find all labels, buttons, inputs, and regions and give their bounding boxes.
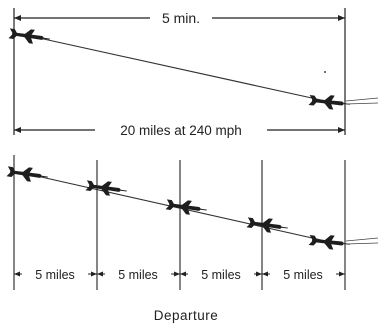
segment-label: 5 miles (283, 268, 323, 282)
flight-path-line (29, 35, 331, 103)
top-diagram: 5 min. 20 miles at 240 mph (7, 8, 379, 138)
bottom-diagram: 5 miles 5 miles 5 miles 5 miles (5, 155, 379, 290)
exhaust-trail (345, 237, 379, 245)
distance-label: 20 miles at 240 mph (120, 123, 242, 138)
time-label: 5 min. (162, 10, 200, 26)
exhaust-trail (345, 97, 379, 105)
arrow-left-icon (14, 271, 20, 277)
segment-label: 5 miles (201, 268, 241, 282)
airplane-silhouette-icon (5, 163, 50, 185)
tick-arrows-icon (174, 271, 186, 277)
caption: Departure (154, 308, 219, 323)
segment-label: 5 miles (118, 268, 158, 282)
arrow-right-icon (339, 271, 345, 277)
arrow-left-icon (14, 15, 21, 21)
tick-arrows-icon (91, 271, 103, 277)
airplane-silhouette-icon (245, 214, 290, 236)
airplane-silhouette-icon (164, 196, 209, 218)
arrow-left-icon (14, 127, 21, 133)
airplane-silhouette-icon (307, 92, 352, 112)
arrow-right-icon (338, 15, 345, 21)
segment-label: 5 miles (35, 268, 75, 282)
arrow-right-icon (338, 127, 345, 133)
tick-arrows-icon (256, 271, 268, 277)
speck-dot (324, 71, 326, 73)
airplane-silhouette-icon (307, 232, 352, 252)
flight-path-line (27, 173, 331, 243)
